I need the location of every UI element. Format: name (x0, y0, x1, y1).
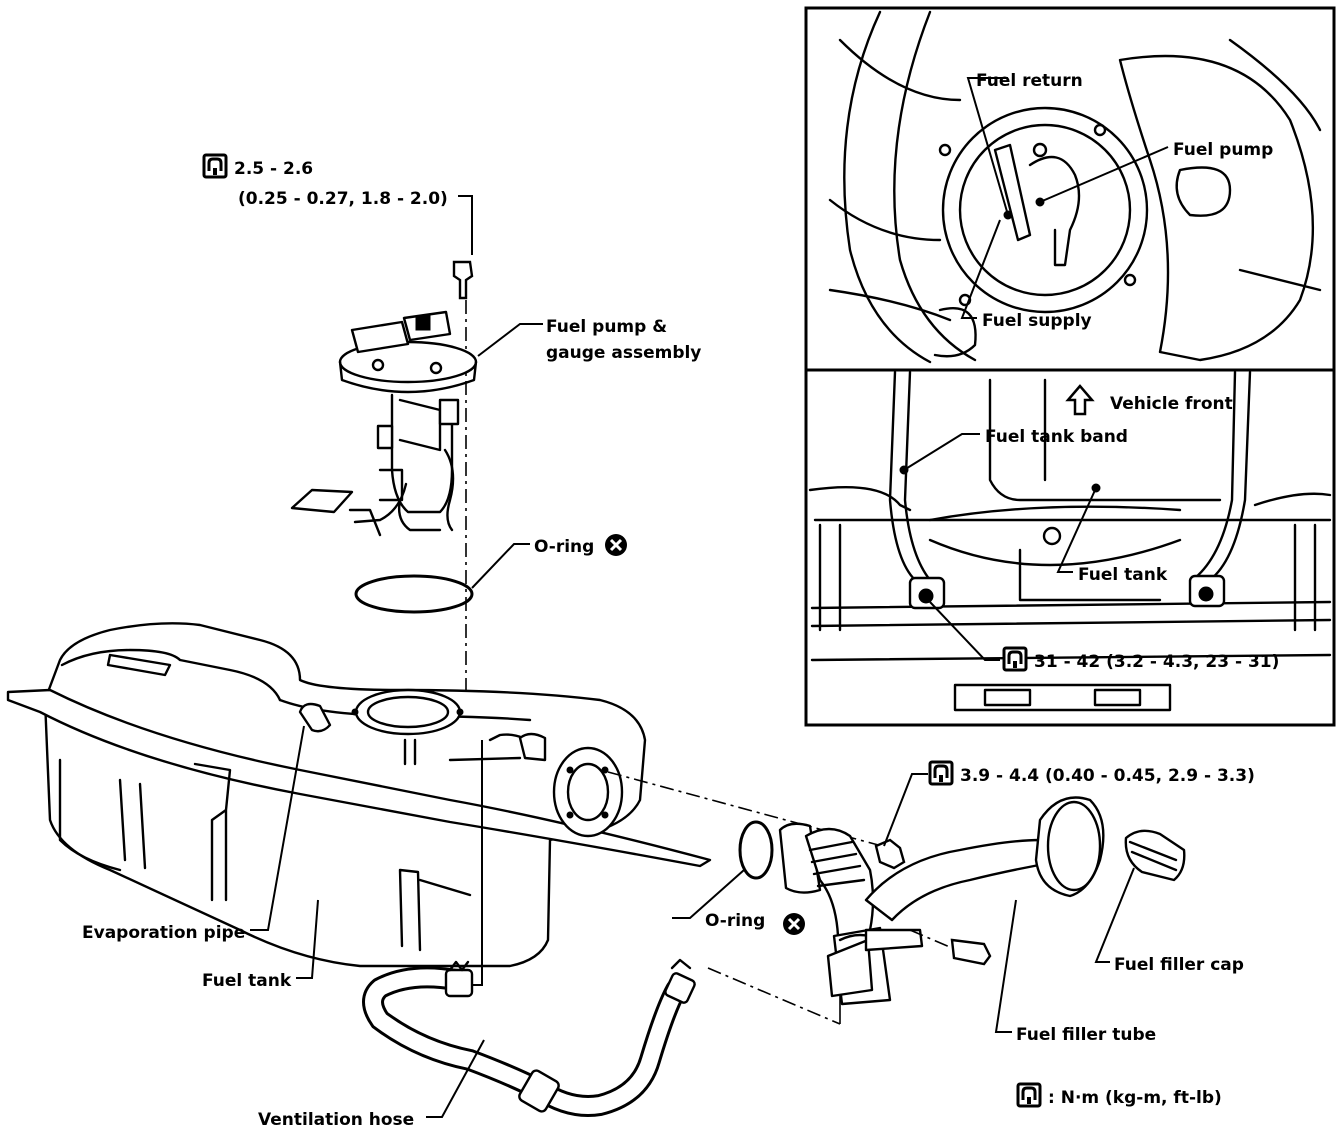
label-fuel-tank-main: Fuel tank (202, 971, 292, 991)
ventilation-hose: Ventilation hose (258, 958, 841, 1130)
label-torque-band: 31 - 42 (3.2 - 4.3, 23 - 31) (1034, 652, 1279, 672)
fuel-filler-assembly: O-ring 3.9 - 4.4 (0.40 - 0.45, 2.9 - 3.3… (672, 760, 1255, 1045)
units-legend: : N·m (kg-m, ft-lb) (1016, 1082, 1222, 1108)
torque-pump-detail: (0.25 - 0.27, 1.8 - 2.0) (238, 189, 448, 209)
o-ring-filler (738, 820, 774, 880)
pump-access-view (828, 10, 1322, 364)
torque-pump-value: 2.5 - 2.6 (234, 159, 313, 179)
label-fuel-filler-cap: Fuel filler cap (1114, 955, 1244, 975)
label-ventilation-hose: Ventilation hose (258, 1110, 414, 1130)
label-fuel-return: Fuel return (976, 71, 1083, 91)
label-o-ring-top: O-ring (534, 537, 594, 557)
label-evaporation-pipe: Evaporation pipe (82, 923, 245, 943)
tube-bolt (950, 938, 992, 966)
label-vehicle-front: Vehicle front (1110, 394, 1233, 414)
fuel-tank: Evaporation pipe Fuel tank (6, 622, 883, 991)
torque-wrench-icon (1002, 646, 1028, 672)
legend-units-text: : N·m (kg-m, ft-lb) (1048, 1088, 1222, 1108)
label-torque-filler: 3.9 - 4.4 (0.40 - 0.45, 2.9 - 3.3) (960, 766, 1255, 786)
label-fuel-pump: Fuel pump (1173, 140, 1273, 160)
replace-part-x-icon (603, 532, 629, 558)
fuel-pump-assembly: 2.5 - 2.6 (0.25 - 0.27, 1.8 - 2.0) Fuel … (202, 153, 701, 690)
label-fuel-pump-gauge-1: Fuel pump & (546, 317, 667, 337)
label-fuel-supply: Fuel supply (982, 311, 1092, 331)
o-ring-pump (354, 574, 474, 614)
label-fuel-tank-band: Fuel tank band (985, 427, 1128, 447)
label-o-ring-bottom: O-ring (705, 911, 765, 931)
pump-bolt (452, 260, 474, 300)
label-fuel-filler-tube: Fuel filler tube (1016, 1025, 1156, 1045)
tank-band-view (808, 370, 1332, 712)
filler-bolt (874, 838, 906, 870)
inset-frame (804, 6, 1336, 727)
vehicle-front-arrow (1065, 384, 1095, 416)
torque-wrench-icon (202, 153, 228, 179)
replace-part-x-icon (781, 911, 807, 937)
label-fuel-pump-gauge-2: gauge assembly (546, 343, 701, 363)
torque-wrench-icon (928, 760, 954, 786)
inset-views: Fuel return Fuel pump Fuel supply Vehicl… (804, 6, 1336, 727)
label-fuel-tank-inset: Fuel tank (1078, 565, 1168, 585)
torque-wrench-icon (1016, 1082, 1042, 1108)
